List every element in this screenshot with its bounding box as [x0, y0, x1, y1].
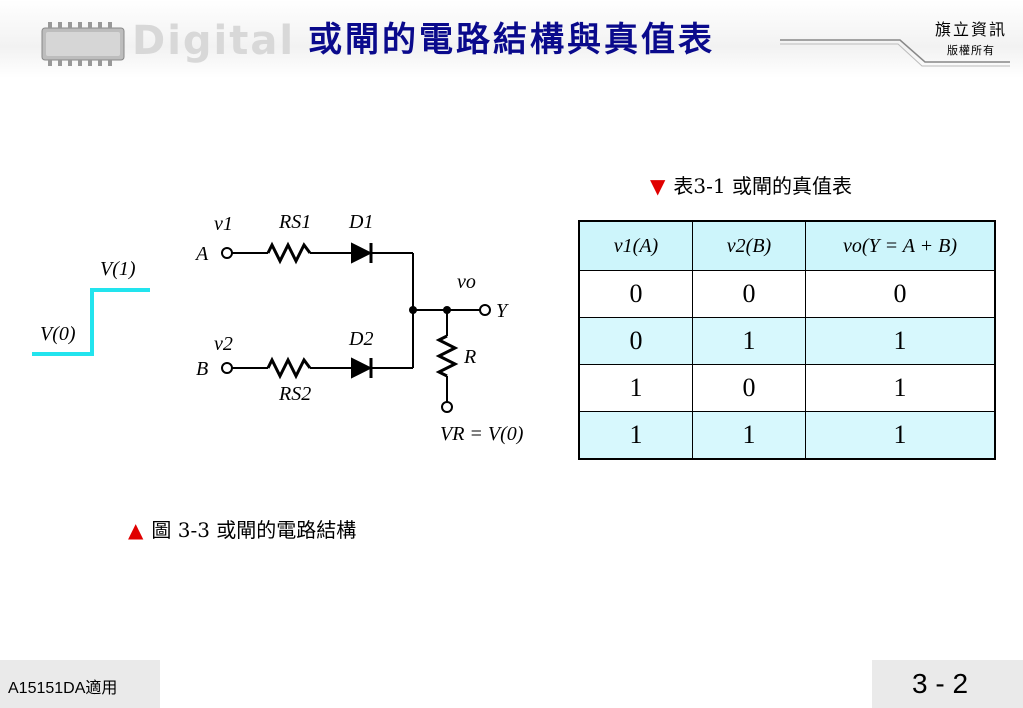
label-rs2: RS2	[278, 383, 311, 405]
label-v1-level: V(1)	[100, 258, 136, 280]
junction-dot	[443, 306, 451, 314]
resistor-rs1	[266, 241, 312, 265]
page-title: 或閘的電路結構與真值表	[308, 20, 715, 60]
chip-logo-icon	[41, 22, 125, 66]
junction-dot	[409, 306, 417, 314]
table-cell: 1	[805, 317, 996, 365]
diode-d2	[351, 357, 373, 379]
label-rs1: RS1	[278, 211, 311, 233]
label-b: B	[196, 358, 208, 380]
table-cell: 1	[692, 411, 806, 460]
input-pulse-waveform	[32, 288, 150, 356]
terminal-vr	[441, 401, 453, 413]
figure-caption-text: 圖 3-3 或閘的電路結構	[151, 518, 357, 542]
table-cell: 0	[692, 364, 806, 412]
truth-table: v1(A) v2(B) vo(Y = A + B) 0 0 0 0 1 1 1 …	[578, 220, 996, 460]
publisher-rights: 版權所有	[946, 44, 995, 57]
table-caption-text: 表3-1 或閘的真值表	[673, 174, 852, 198]
terminal-y	[479, 304, 491, 316]
table-header-row: v1(A) v2(B) vo(Y = A + B)	[578, 220, 996, 271]
table-cell: 0	[692, 270, 806, 318]
label-vo: vo	[457, 271, 476, 293]
course-code-text: A15151DA適用	[8, 680, 118, 697]
header-band	[0, 0, 1023, 78]
table-cell: 1	[578, 411, 693, 460]
diode-d1	[351, 242, 373, 264]
table-row: 1 0 1	[578, 364, 996, 412]
label-d2: D2	[348, 328, 373, 350]
resistor-r	[435, 334, 459, 378]
label-y: Y	[496, 300, 509, 322]
header-watermark: Digital	[132, 18, 296, 64]
table-cell: 1	[805, 411, 996, 460]
label-a: A	[194, 243, 209, 265]
table-caption: ▼ 表3-1 或閘的真值表	[650, 170, 852, 199]
publisher-name: 旗立資訊	[934, 20, 1007, 39]
header-decoration	[780, 39, 1010, 67]
table-cell: 1	[692, 317, 806, 365]
terminal-b	[221, 362, 233, 374]
label-v0-level: V(0)	[40, 323, 76, 345]
footer-page-number: 3 - 2	[872, 660, 1023, 708]
label-vr: VR = V(0)	[440, 423, 524, 445]
terminal-a	[221, 247, 233, 259]
figure-caption: ▲ 圖 3-3 或閘的電路結構	[128, 514, 356, 543]
table-header-cell: v2(B)	[692, 220, 806, 271]
label-v1: v1	[214, 213, 233, 235]
page-number-text: 3 - 2	[912, 668, 969, 699]
table-row: 1 1 1	[578, 411, 996, 460]
table-header-cell: v1(A)	[578, 220, 693, 271]
table-row: 0 1 1	[578, 317, 996, 365]
table-cell: 0	[805, 270, 996, 318]
table-cell: 1	[578, 364, 693, 412]
publisher-mark: 旗立資訊 版權所有	[935, 16, 1007, 58]
table-row: 0 0 0	[578, 270, 996, 318]
triangle-up-icon: ▲	[128, 518, 144, 542]
label-r: R	[463, 346, 476, 368]
label-d1: D1	[348, 211, 373, 233]
resistor-rs2	[266, 356, 312, 380]
label-v2: v2	[214, 333, 233, 355]
table-header-cell: vo(Y = A + B)	[805, 220, 996, 271]
table-cell: 1	[805, 364, 996, 412]
footer-course-code: A15151DA適用	[0, 660, 160, 708]
triangle-down-icon: ▼	[650, 174, 666, 198]
